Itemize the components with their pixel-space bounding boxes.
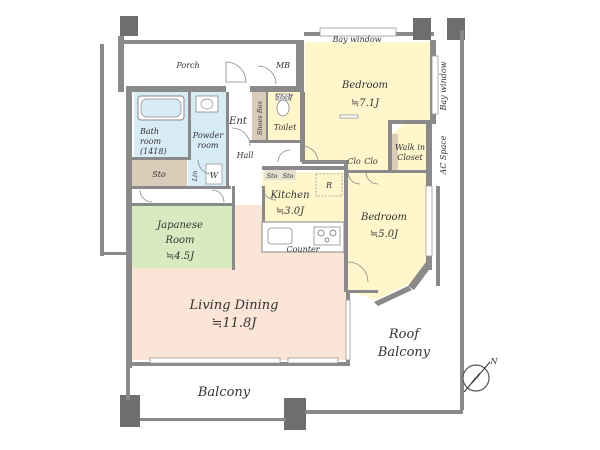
bay-window-top [319, 27, 397, 37]
bedroom-main-area [305, 42, 432, 172]
bay-window-top-label: Bay window [331, 35, 381, 44]
roof-balcony-label-2: Balcony [377, 345, 431, 360]
walk-in-closet-label-2: Closet [397, 153, 423, 162]
japanese-room-area-label: ≒4.5J [166, 251, 195, 262]
compass-icon [462, 361, 491, 393]
washer-space [205, 163, 223, 185]
walk-in-closet-shelf [392, 134, 398, 172]
japanese-room-area [131, 205, 234, 268]
living-dining-area [131, 205, 346, 360]
kitchen-storage-label-1: Sto [267, 172, 278, 180]
bay-window-right [431, 55, 439, 115]
walk-in-closet-area [392, 122, 426, 172]
bedroom-second-name: Bedroom [360, 212, 407, 223]
living-dining-area-label: ≒11.8J [211, 316, 257, 331]
ac-space-label: AC Space [439, 135, 448, 175]
bath-label-2: room [140, 137, 161, 146]
bedroom-second-area-label: ≒5.0J [370, 229, 399, 240]
kitchen-name: Kitchen [269, 190, 309, 201]
japanese-room-label-2: Room [164, 235, 194, 246]
hall-label: Hall [236, 151, 254, 160]
bath-label-3: (1418) [140, 147, 167, 156]
shoe-box-label: Shoes Box [256, 101, 264, 135]
powder-label-2: room [197, 141, 218, 150]
shoe-box-area [252, 92, 266, 140]
mb-label: MB [275, 61, 290, 70]
bedroom-main-name: Bedroom [341, 80, 388, 91]
washer-label: W [210, 171, 219, 180]
compass-north-label: N [490, 357, 499, 366]
closet-label-2: Clo [364, 157, 378, 166]
japanese-room-label-1: Japanese [155, 220, 203, 231]
walk-in-closet-label-1: Walk in [395, 143, 425, 152]
toilet-label: Toilet [274, 123, 297, 132]
powder-label-1: Powder [192, 131, 225, 140]
toilet-bowl [276, 99, 290, 117]
living-dining-name: Living Dining [189, 298, 279, 313]
closet-label-1: Clo [347, 157, 361, 166]
storage-left-area [131, 160, 187, 188]
kitchen-storage-label-2: Sto [283, 172, 294, 180]
kitchen-area-label: ≒3.0J [276, 206, 305, 217]
bedroom-main-area-label: ≒7.1J [351, 98, 380, 109]
balcony-label: Balcony [197, 385, 251, 400]
kitchen-stove [313, 226, 341, 246]
kitchen-sink [267, 227, 293, 245]
refrigerator-label: R [325, 181, 332, 190]
linen-label: Lin [191, 171, 199, 183]
bedroom-second-area [346, 172, 426, 300]
refrigerator-space [315, 173, 343, 197]
roof-balcony-label-1: Roof [388, 327, 421, 342]
shelf-label: Shelf [276, 93, 295, 101]
porch-label: Porch [175, 61, 199, 70]
storage-left-label: Sto [152, 170, 166, 179]
bath-label-1: Bath [139, 127, 159, 136]
bay-window-right-label: Bay window [439, 61, 448, 111]
counter-label: Counter [286, 245, 320, 254]
entrance-label: Ent [228, 116, 248, 127]
kitchen-storage-area [264, 170, 296, 180]
